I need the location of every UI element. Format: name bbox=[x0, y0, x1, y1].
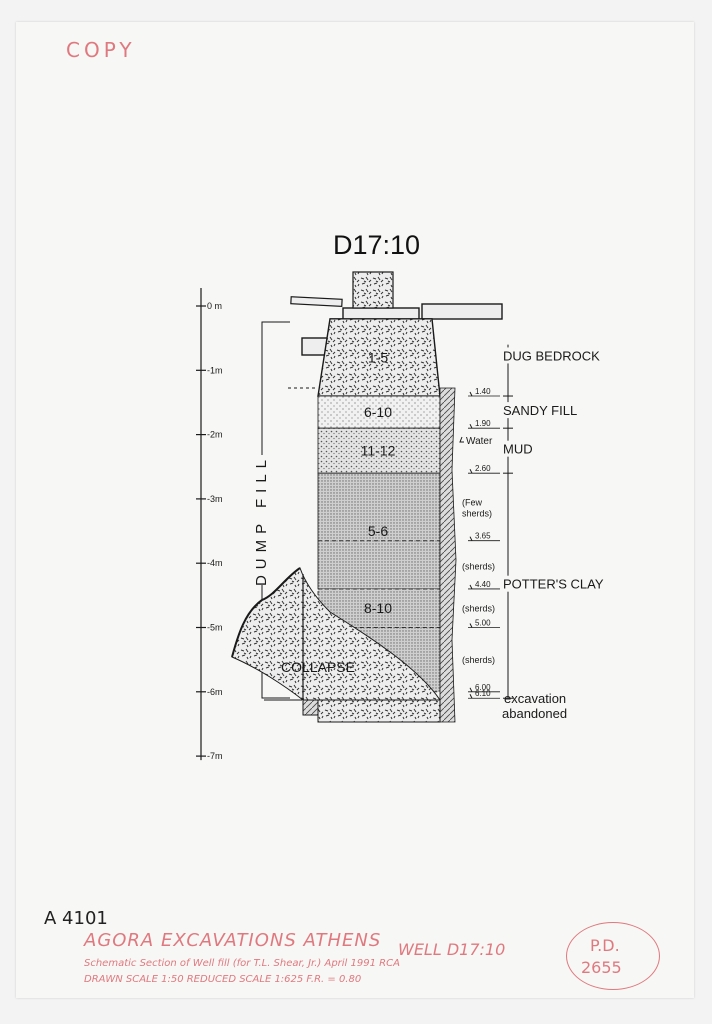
caption-description: Schematic Section of Well fill (for T.L.… bbox=[84, 958, 400, 969]
water-arrow bbox=[459, 436, 464, 443]
pd-stamp-circle bbox=[566, 922, 660, 990]
copy-stamp: COPY bbox=[66, 38, 136, 62]
scale-tick-label: -7m bbox=[207, 751, 223, 761]
end-note-line2: abandoned bbox=[502, 706, 567, 721]
well-bottom bbox=[317, 699, 441, 723]
depth-mark-arrow bbox=[469, 687, 473, 693]
scale-ticks: 0 m -1m -2m -3m -4m -5m -6m -7m bbox=[196, 301, 223, 761]
depth-scale: 0 m -1m -2m -3m -4m -5m -6m -7m bbox=[196, 288, 223, 761]
strata-labels: DUG BEDROCK SANDY FILL MUD POTTER'S CLAY bbox=[500, 347, 625, 592]
layer-label: 1-5 bbox=[368, 349, 388, 365]
note-line1: (sherds) bbox=[462, 603, 495, 613]
accession-number: A 4101 bbox=[44, 908, 108, 929]
depth-marks: 1.40 1.90 2.60 3.65 4.40 5.00 6.006.10 bbox=[468, 387, 500, 699]
depth-mark-label: 1.40 bbox=[475, 387, 491, 396]
bedrock-left bbox=[302, 699, 319, 716]
depth-mark-label: 5.00 bbox=[475, 619, 491, 628]
depth-mark-arrow bbox=[469, 536, 473, 541]
layer-label: 6-10 bbox=[364, 404, 392, 420]
strata-label-background bbox=[500, 575, 625, 592]
water-label: Water bbox=[466, 436, 493, 447]
depth-mark-label: 2.60 bbox=[475, 464, 491, 473]
collapse-label: COLLAPSE bbox=[281, 659, 355, 675]
depth-mark-label: 6.00 bbox=[475, 683, 491, 692]
pd-number: 2655 bbox=[581, 958, 622, 977]
layer-label: 11-12 bbox=[361, 443, 396, 459]
scale-tick-label: -4m bbox=[207, 558, 223, 568]
scale-tick-label: -3m bbox=[207, 494, 223, 504]
strata-label: SANDY FILL bbox=[503, 403, 577, 418]
pd-label: P.D. bbox=[590, 936, 620, 955]
dump-fill-bracket: DUMP FILL bbox=[253, 321, 290, 699]
fill-layer bbox=[317, 395, 441, 429]
strata-label-background bbox=[500, 347, 607, 364]
caption-scale: DRAWN SCALE 1:50 REDUCED SCALE 1:625 F.R… bbox=[84, 974, 362, 985]
left-slab bbox=[290, 296, 343, 307]
strata-label: DUG BEDROCK bbox=[503, 348, 600, 363]
cut-left-wall bbox=[231, 567, 301, 658]
bedrock-right bbox=[439, 387, 457, 723]
layer-label: 5-6 bbox=[368, 523, 388, 539]
depth-mark-arrow bbox=[469, 423, 473, 429]
note-line2: sherds) bbox=[462, 508, 492, 518]
layer-label: 8-10 bbox=[364, 600, 392, 616]
depth-mark-arrow bbox=[469, 468, 473, 474]
depth-mark-label: 6.10 bbox=[475, 689, 491, 698]
well-head-masonry bbox=[352, 271, 394, 309]
fill-label-background bbox=[254, 455, 270, 585]
strata-axis bbox=[503, 344, 513, 699]
depth-mark-arrow bbox=[469, 694, 473, 699]
caption-title: AGORA EXCAVATIONS ATHENS bbox=[84, 930, 382, 951]
note-line1: (sherds) bbox=[462, 562, 495, 572]
note-line1: (sherds) bbox=[462, 655, 495, 665]
strata-label: POTTER'S CLAY bbox=[503, 577, 604, 592]
caption-well: WELL D17:10 bbox=[398, 940, 506, 959]
end-note-line1: excavation bbox=[504, 691, 566, 706]
scale-tick-label: -2m bbox=[207, 430, 223, 440]
depth-mark-arrow bbox=[469, 391, 473, 397]
fill-label: DUMP FILL bbox=[253, 454, 270, 586]
scale-tick-label: -1m bbox=[207, 365, 223, 375]
scale-tick-label: -6m bbox=[207, 687, 223, 697]
depth-mark-label: 1.90 bbox=[475, 419, 491, 428]
scale-tick-label: -5m bbox=[207, 623, 223, 633]
depth-mark-label: 4.40 bbox=[475, 580, 491, 589]
strata-label: MUD bbox=[503, 442, 533, 457]
right-slab bbox=[421, 303, 503, 320]
strata-label-background bbox=[500, 440, 535, 457]
note-line1: (Few bbox=[462, 497, 483, 507]
depth-mark-arrow bbox=[469, 584, 473, 590]
depth-mark-arrow bbox=[469, 623, 473, 628]
depth-mark-label: 3.65 bbox=[475, 532, 491, 541]
fill-layer bbox=[317, 472, 441, 590]
fill-layer bbox=[317, 427, 441, 474]
strata-label-background bbox=[500, 402, 598, 419]
scale-tick-label: 0 m bbox=[207, 301, 222, 311]
well-title: D17:10 bbox=[333, 230, 421, 260]
